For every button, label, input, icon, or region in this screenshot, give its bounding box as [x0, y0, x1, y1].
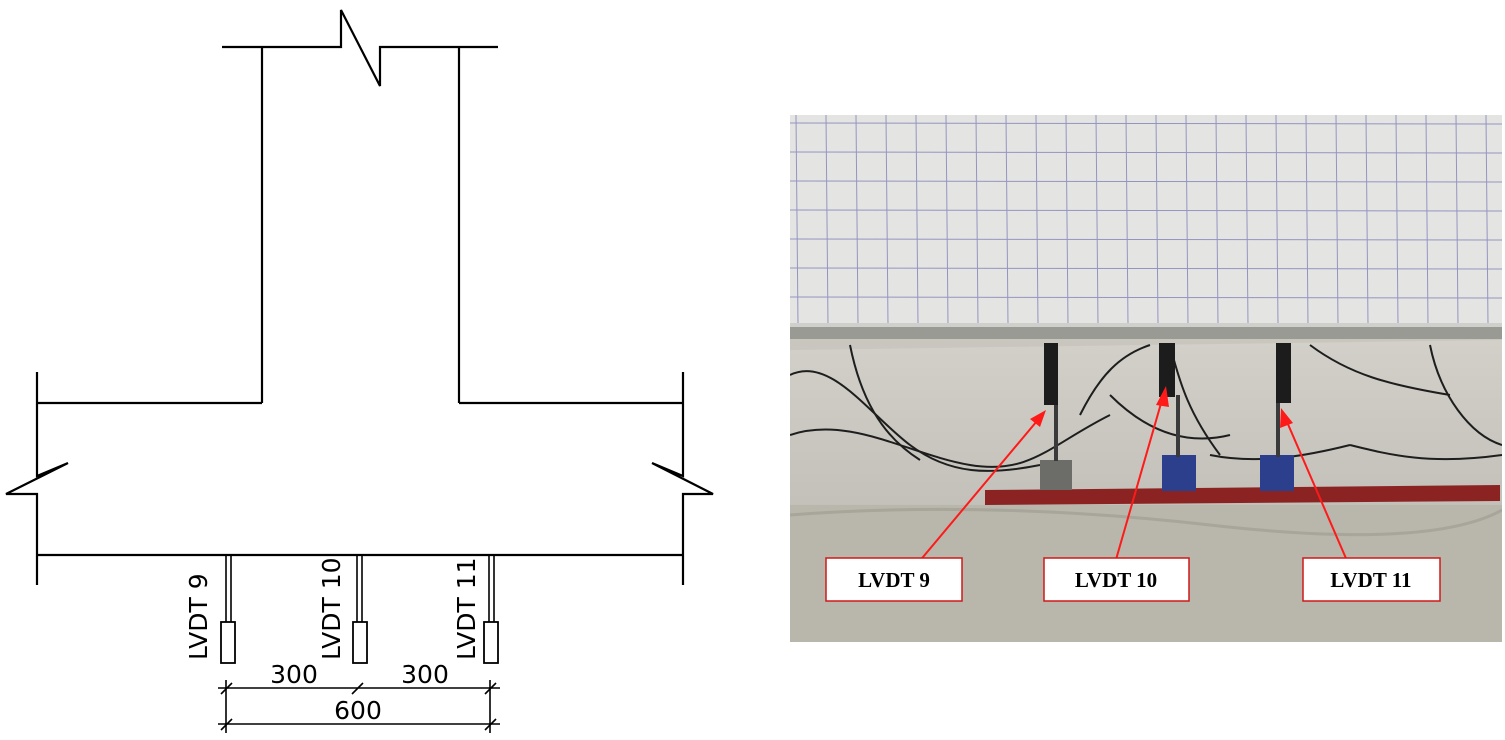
sensor-label-lvdt-9: LVDT 9	[184, 573, 213, 660]
photo-illustration: LVDT 9 LVDT 10 LVDT 11	[790, 115, 1502, 642]
callout-arrows	[917, 386, 1349, 564]
column-top-break-line	[222, 9, 498, 87]
svg-text:LVDT 9: LVDT 9	[858, 568, 930, 592]
lvdt-bodies	[1044, 343, 1291, 405]
svg-text:LVDT 10: LVDT 10	[1075, 568, 1157, 592]
dimension-left-300: 300	[270, 660, 318, 689]
sensor-label-lvdt-10: LVDT 10	[317, 557, 346, 660]
sensor-lvdt-10: LVDT 10	[317, 556, 368, 664]
dimension-right-300: 300	[401, 660, 449, 689]
lvdt-stands	[1054, 395, 1280, 461]
callout-lvdt-9: LVDT 9	[825, 557, 963, 602]
right-break-line	[651, 372, 714, 585]
steel-rail	[985, 485, 1500, 505]
dimension-lines	[218, 680, 500, 733]
steel-angle	[790, 327, 1502, 339]
left-break-line	[5, 372, 69, 585]
magnet-base-9	[1040, 460, 1072, 490]
sensor-lvdt-9: LVDT 9	[184, 556, 236, 664]
sensor-label-lvdt-11: LVDT 11	[452, 557, 481, 660]
wall-specimen	[790, 115, 1502, 327]
concrete-slab	[790, 340, 1502, 510]
svg-text:LVDT 11: LVDT 11	[1330, 568, 1411, 592]
dimension-total-600: 600	[334, 696, 382, 725]
wall-grid	[790, 115, 1502, 326]
callout-lvdt-10: LVDT 10	[1043, 557, 1190, 602]
test-setup-photo: LVDT 9 LVDT 10 LVDT 11	[790, 115, 1502, 642]
magnet-base-10	[1162, 455, 1196, 491]
callout-lvdt-11: LVDT 11	[1302, 557, 1441, 602]
sensor-lvdt-11: LVDT 11	[452, 556, 499, 664]
magnet-base-11	[1260, 455, 1294, 491]
